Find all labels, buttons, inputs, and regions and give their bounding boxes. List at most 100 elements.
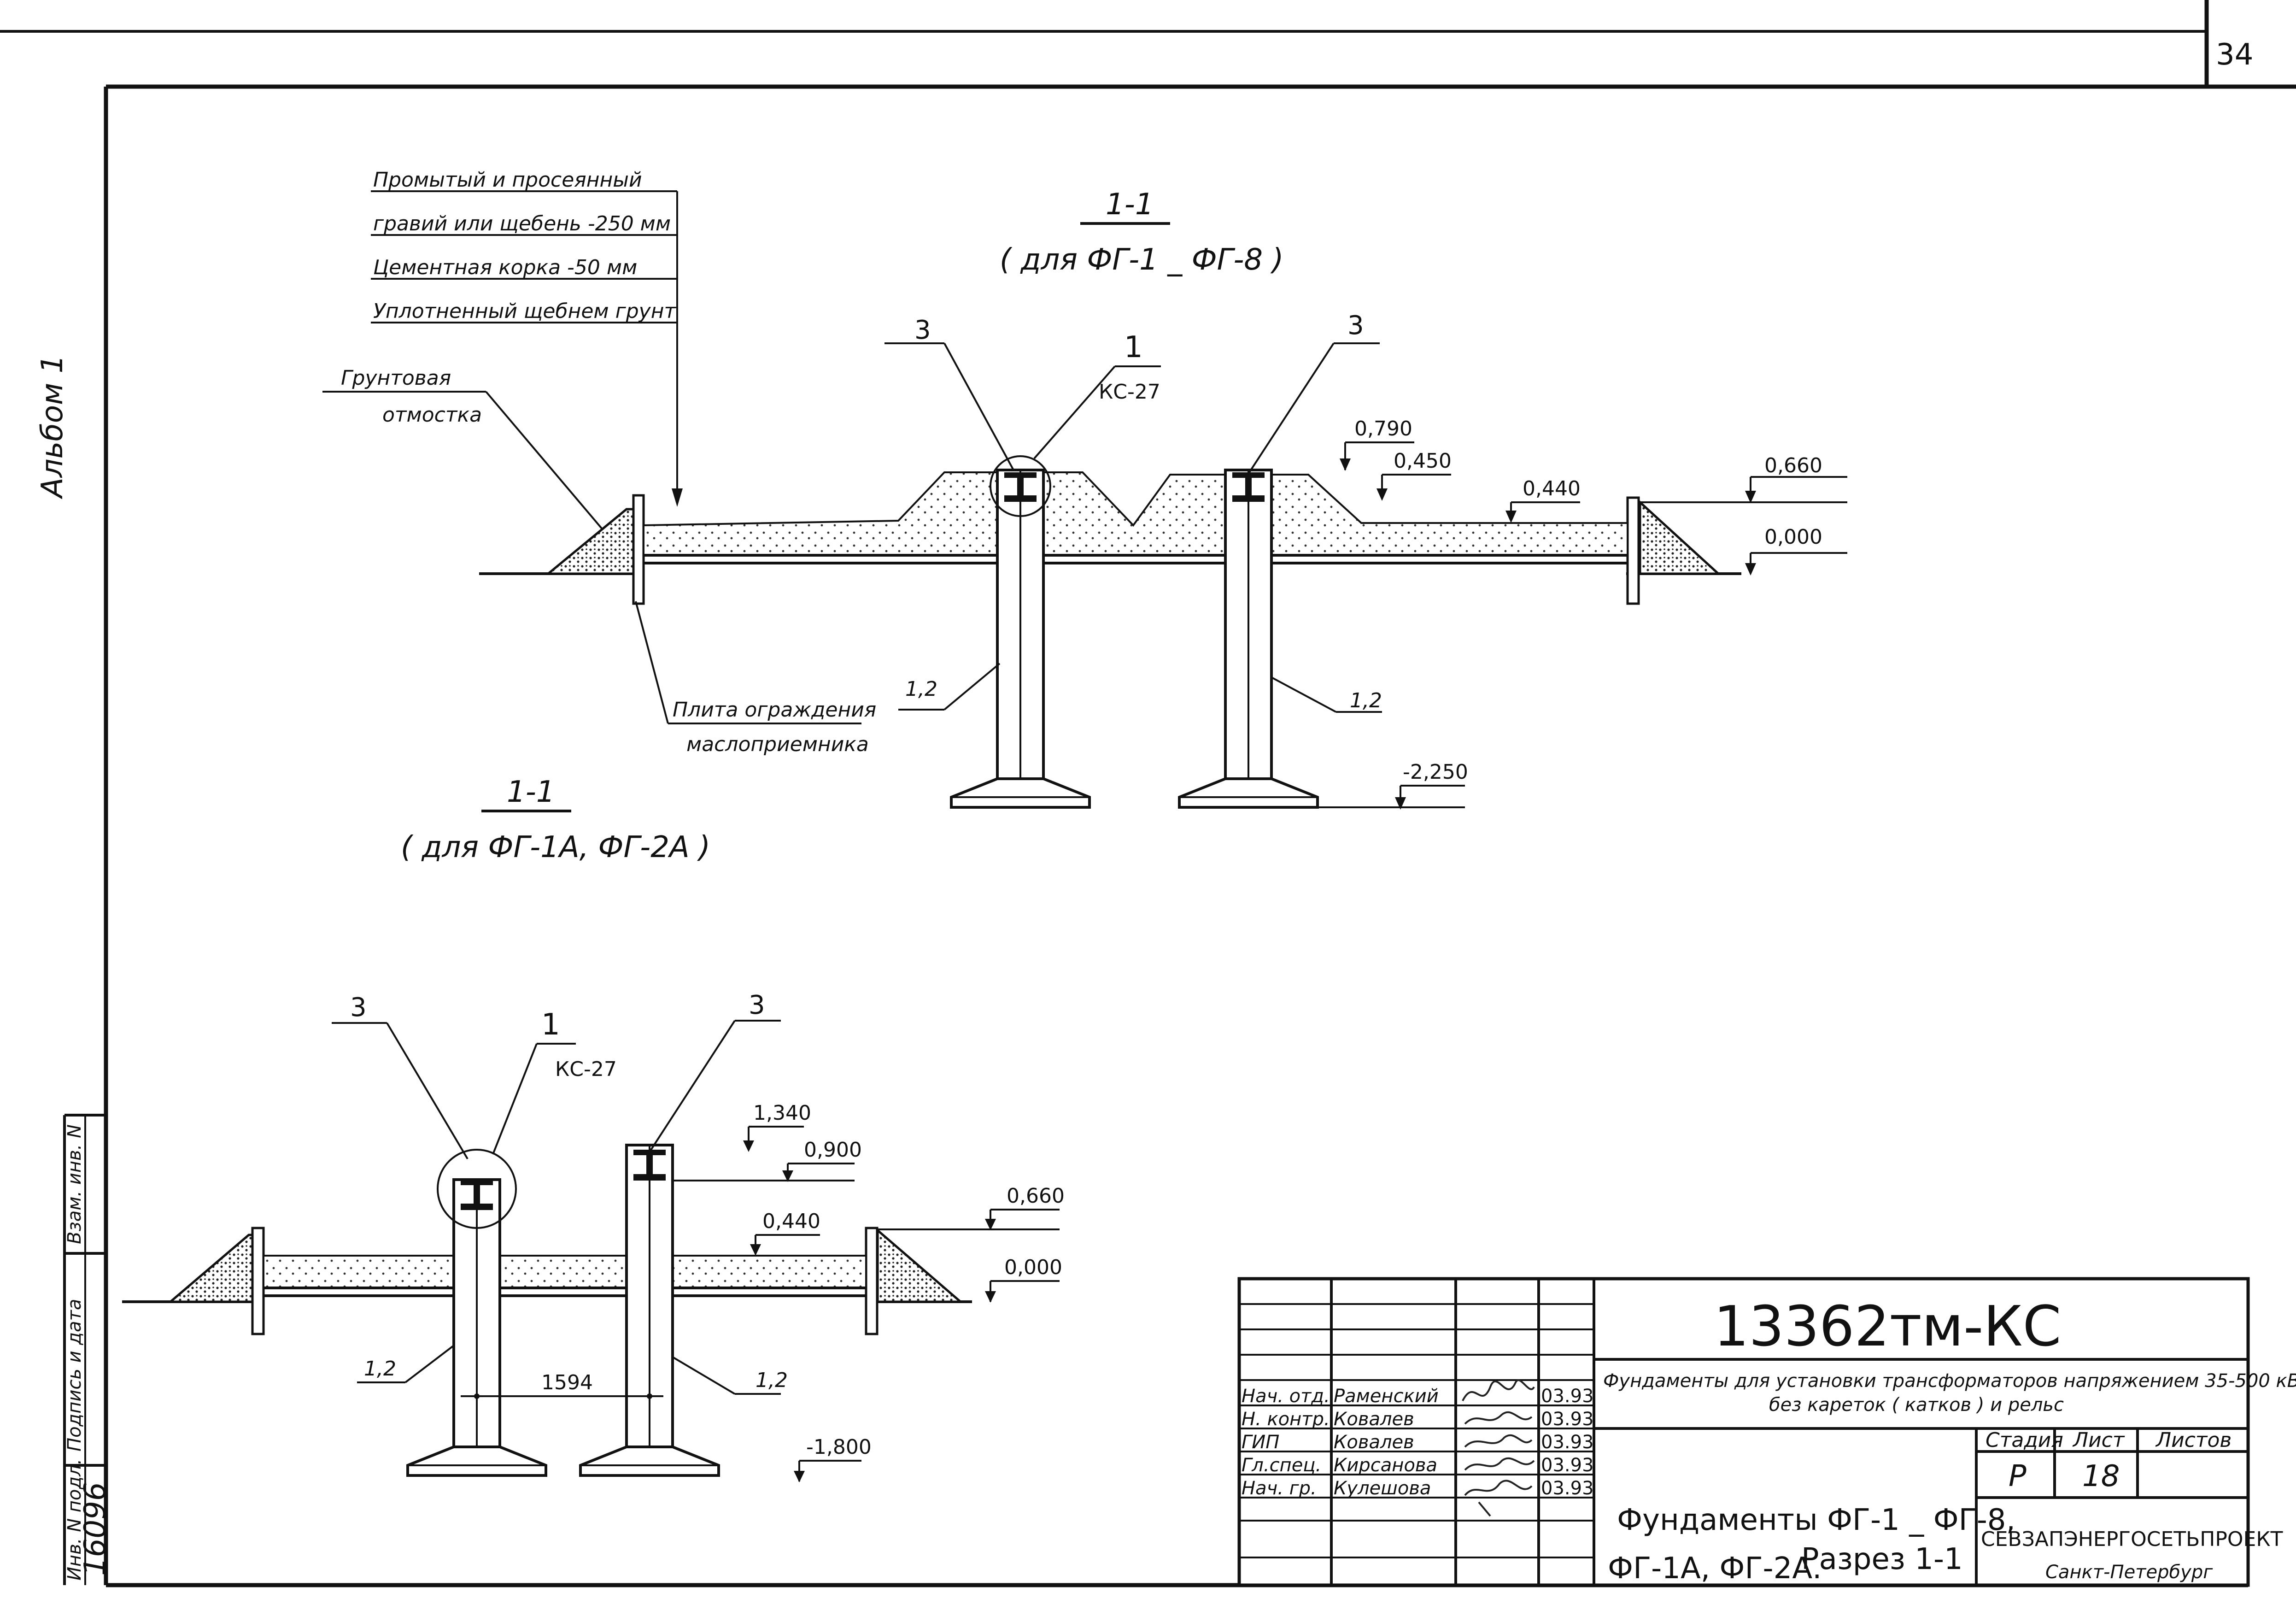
upper-callout-3-left: 3 xyxy=(914,315,931,345)
upper-plate-label-2: маслоприемника xyxy=(686,733,869,756)
project-code: 13362тм-КС xyxy=(1714,1295,2061,1359)
svg-text:0,660: 0,660 xyxy=(1007,1184,1065,1208)
stamp-replace-inv: Взам. инв. N xyxy=(64,1124,85,1244)
lower-right-berm xyxy=(876,1228,964,1303)
upper-gravel-layer xyxy=(643,471,1628,556)
signature-row-4: Гл.спец. Кирсанова 03.93 xyxy=(1242,1455,1594,1476)
lower-column-right xyxy=(579,1144,720,1477)
upper-soil-label-2: отмостка xyxy=(382,403,482,427)
svg-text:Гл.спец.: Гл.спец. xyxy=(1242,1455,1321,1476)
svg-text:0,660: 0,660 xyxy=(1764,454,1822,477)
svg-text:Нач. отд.: Нач. отд. xyxy=(1242,1386,1330,1407)
left-stamp xyxy=(63,1114,106,1585)
svg-text:Раменский: Раменский xyxy=(1334,1386,1439,1407)
svg-text:0,000: 0,000 xyxy=(1764,525,1822,549)
album-label: Альбом 1 xyxy=(35,355,70,499)
stamp-signature-date: Подпись и дата xyxy=(64,1299,85,1451)
upper-section-subtitle: ( для ФГ-1 _ ФГ-8 ) xyxy=(1000,243,1283,277)
city: Санкт-Петербург xyxy=(2045,1562,2213,1583)
lower-section-title: 1-1 xyxy=(507,775,555,809)
upper-right-berm xyxy=(1639,499,1722,575)
lower-right-fence-plate xyxy=(865,1227,879,1335)
upper-right-fence-plate xyxy=(1626,496,1640,605)
svg-text:Н. контр.: Н. контр. xyxy=(1242,1409,1330,1430)
sheet-value: 18 xyxy=(2082,1459,2120,1493)
upper-level-0660: 0,660 xyxy=(1640,454,1847,503)
upper-level-0440: 0,440 xyxy=(1505,477,1581,523)
lower-callout-3-left: 3 xyxy=(350,993,367,1022)
stage-header: Стадия xyxy=(1986,1428,2063,1452)
lower-level-0900: 0,900 xyxy=(673,1138,862,1182)
svg-text:03.93: 03.93 xyxy=(1541,1455,1594,1476)
upper-soil-label-1: Грунтовая xyxy=(341,366,451,390)
upper-section: 1-1 ( для ФГ-1 _ ФГ-8 ) Промытый и просе… xyxy=(322,168,1847,810)
svg-text:0,440: 0,440 xyxy=(1523,477,1581,500)
svg-text:Нач. гр.: Нач. гр. xyxy=(1242,1478,1317,1499)
lower-callout-12-right: 1,2 xyxy=(756,1369,788,1392)
svg-text:0,000: 0,000 xyxy=(1004,1256,1062,1279)
svg-text:1,340: 1,340 xyxy=(753,1101,811,1125)
title-block xyxy=(1237,1277,2250,1587)
upper-level-0790: 0,790 xyxy=(1340,417,1414,471)
svg-text:ГИП: ГИП xyxy=(1242,1432,1279,1453)
upper-layer-3: Цементная корка -50 мм xyxy=(373,256,637,279)
svg-text:03.93: 03.93 xyxy=(1541,1478,1594,1499)
svg-text:Ковалев: Ковалев xyxy=(1334,1409,1414,1430)
drawing-title-1: Фундаменты ФГ-1 _ ФГ-8, xyxy=(1617,1503,2015,1537)
stage-value: Р xyxy=(2009,1459,2027,1493)
upper-callout-12-right: 1,2 xyxy=(1350,689,1382,712)
lower-level-0000: 0,000 xyxy=(985,1256,1062,1303)
upper-layer-2: гравий или щебень -250 мм xyxy=(373,212,671,235)
svg-text:-2,250: -2,250 xyxy=(1403,760,1468,784)
svg-text:Кирсанова: Кирсанова xyxy=(1334,1455,1437,1476)
lower-section: 1-1 ( для ФГ-1А, ФГ-2А ) xyxy=(122,775,1065,1482)
lower-column-left xyxy=(406,1149,547,1477)
svg-text:0,790: 0,790 xyxy=(1354,417,1412,441)
svg-text:0,450: 0,450 xyxy=(1394,449,1452,473)
upper-section-title: 1-1 xyxy=(1106,188,1154,222)
upper-column-left xyxy=(950,455,1091,809)
stamp-original-inv: Инв. N подл. xyxy=(64,1459,85,1581)
upper-layer-4: Уплотненный щебнем грунт xyxy=(373,300,676,323)
signature-row-3: ГИП Ковалев 03.93 xyxy=(1242,1432,1594,1453)
stamp-inv-number: 16096 xyxy=(78,1482,112,1576)
organization: СЕВЗАПЭНЕРГОСЕТЬПРОЕКТ xyxy=(1981,1528,2283,1551)
lower-level-0660: 0,660 xyxy=(878,1184,1065,1230)
sheet-number-top: 34 xyxy=(2216,38,2253,72)
svg-text:Кулешова: Кулешова xyxy=(1334,1478,1431,1499)
lower-left-berm xyxy=(167,1234,255,1303)
upper-callout-1: 1 xyxy=(1124,330,1143,364)
sheet-header: Лист xyxy=(2072,1428,2125,1452)
upper-level-0000: 0,000 xyxy=(1745,525,1847,576)
svg-text:03.93: 03.93 xyxy=(1541,1432,1594,1453)
description-line-2: без кареток ( катков ) и рельс xyxy=(1769,1394,2064,1416)
svg-text:1594: 1594 xyxy=(541,1371,593,1394)
upper-left-berm xyxy=(545,508,635,575)
drawing-title-2: ФГ-1А, ФГ-2А. xyxy=(1608,1551,1822,1586)
svg-text:03.93: 03.93 xyxy=(1541,1386,1594,1407)
lower-level-1340: 1,340 xyxy=(743,1101,811,1152)
signature-row-2: Н. контр. Ковалев 03.93 xyxy=(1242,1409,1594,1430)
svg-text:0,900: 0,900 xyxy=(804,1138,862,1162)
description-line-1: Фундаменты для установки трансформаторов… xyxy=(1603,1370,2296,1392)
lower-left-fence-plate xyxy=(251,1227,265,1335)
upper-callout-12-left: 1,2 xyxy=(905,677,937,701)
svg-text:-1,800: -1,800 xyxy=(806,1435,872,1459)
lower-dimension: 1594 xyxy=(461,1371,663,1403)
upper-level-minus2250: -2,250 xyxy=(1318,760,1468,810)
upper-level-0450: 0,450 xyxy=(1376,449,1452,501)
lower-gravel-layer xyxy=(263,1255,867,1289)
upper-left-fence-plate xyxy=(632,494,645,605)
lower-callout-kc: КС-27 xyxy=(555,1058,617,1081)
lower-callout-12-left: 1,2 xyxy=(364,1357,396,1381)
svg-text:Ковалев: Ковалев xyxy=(1334,1432,1414,1453)
lower-level-0440: 0,440 xyxy=(750,1210,820,1256)
lower-level-minus1800: -1,800 xyxy=(794,1435,872,1482)
upper-callout-3-right: 3 xyxy=(1347,311,1364,341)
drawing-title-3: Разрез 1-1 xyxy=(1801,1542,1963,1576)
signature-row-5: Нач. гр. Кулешова 03.93 xyxy=(1242,1478,1594,1499)
signature-row-1: Нач. отд. Раменский 03.93 xyxy=(1242,1386,1594,1407)
svg-text:03.93: 03.93 xyxy=(1541,1409,1594,1430)
lower-callout-1: 1 xyxy=(541,1008,560,1042)
